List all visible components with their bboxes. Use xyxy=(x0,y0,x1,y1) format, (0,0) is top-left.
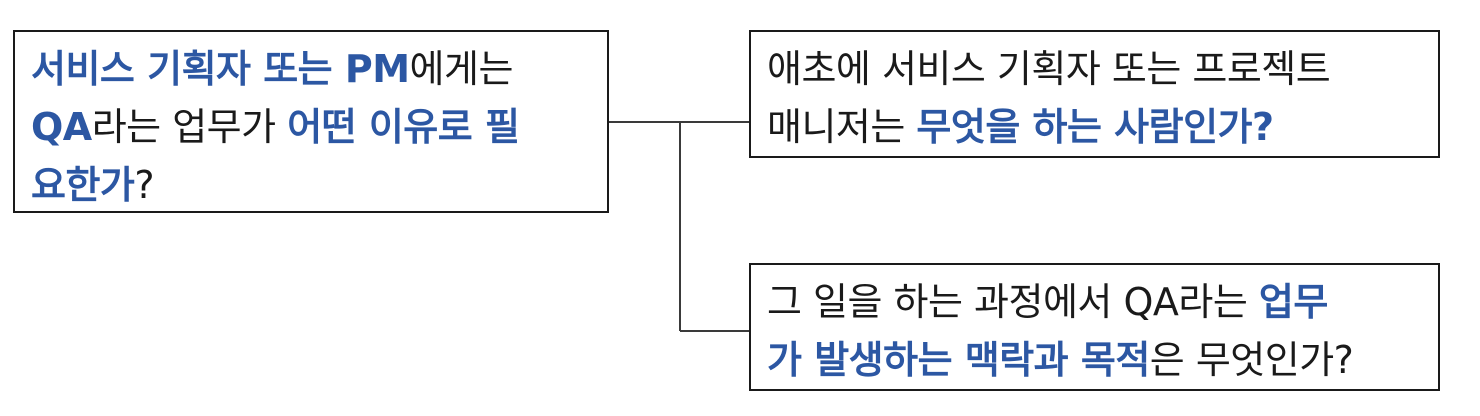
sub-question-bottom-box: 그 일을 하는 과정에서 QA라는 업무 가 발생하는 맥락과 목적은 무엇인가… xyxy=(749,263,1440,391)
sub-question-top-box: 애초에 서비스 기획자 또는 프로젝트 매니저는 무엇을 하는 사람인가? xyxy=(749,30,1440,158)
sub-question-top-highlight: 무엇을 하는 사람인가? xyxy=(916,105,1274,149)
sub-question-bottom-text: 그 일을 하는 과정에서 QA라는 xyxy=(767,280,1259,324)
main-question-highlight: QA xyxy=(31,105,92,149)
main-question-line-1: 서비스 기획자 또는 PM에게는 xyxy=(31,40,607,98)
main-question-text: 에게는 xyxy=(409,47,514,91)
main-question-box: 서비스 기획자 또는 PM에게는 QA라는 업무가 어떤 이유로 필 요한가? xyxy=(13,30,609,213)
main-question-highlight: 서비스 기획자 또는 PM xyxy=(31,47,410,91)
main-question-line-2: QA라는 업무가 어떤 이유로 필 xyxy=(31,98,607,156)
main-question-line-3: 요한가? xyxy=(31,156,607,214)
main-question-text: 라는 업무가 xyxy=(91,105,288,149)
sub-question-top-text: 매니저는 xyxy=(767,105,917,149)
sub-question-bottom-line-2: 가 발생하는 맥락과 목적은 무엇인가? xyxy=(767,331,1438,389)
sub-question-bottom-highlight: 가 발생하는 맥락과 목적 xyxy=(767,338,1150,382)
sub-question-top-line-1: 애초에 서비스 기획자 또는 프로젝트 xyxy=(767,40,1438,98)
sub-question-bottom-line-1: 그 일을 하는 과정에서 QA라는 업무 xyxy=(767,273,1438,331)
main-question-highlight: 요한가 xyxy=(31,163,135,207)
sub-question-top-line-2: 매니저는 무엇을 하는 사람인가? xyxy=(767,98,1438,156)
main-question-highlight: 어떤 이유로 필 xyxy=(287,105,520,149)
main-question-text: ? xyxy=(134,163,155,207)
sub-question-bottom-highlight: 업무 xyxy=(1258,280,1328,324)
sub-question-top-text: 애초에 서비스 기획자 또는 프로젝트 xyxy=(767,47,1331,91)
sub-question-bottom-text: 은 무엇인가? xyxy=(1149,338,1354,382)
